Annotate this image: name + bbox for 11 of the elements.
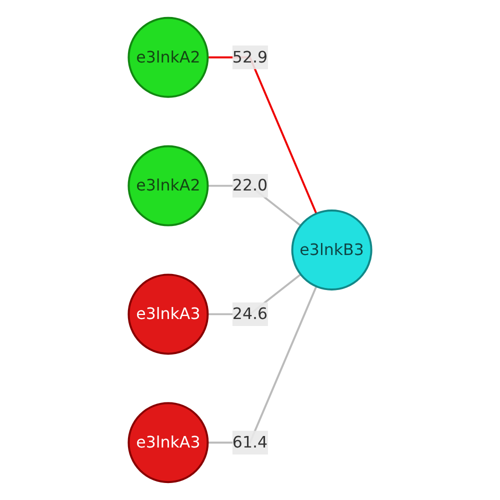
- connector: [208, 56, 318, 214]
- node-circle: e3lnkA2: [128, 145, 209, 226]
- node-circle: e3lnkA3: [128, 274, 209, 355]
- edge-label: 61.4: [232, 432, 268, 452]
- node-circle: e3lnkA2: [128, 16, 209, 98]
- edge-label: 24.6: [232, 304, 268, 324]
- node-circle: e3lnkA3: [128, 402, 209, 484]
- connector: [208, 286, 318, 444]
- edge-label: 52.9: [232, 48, 268, 66]
- edge-label: 22.0: [232, 176, 268, 195]
- node-circle: e3lnkB3: [291, 210, 372, 290]
